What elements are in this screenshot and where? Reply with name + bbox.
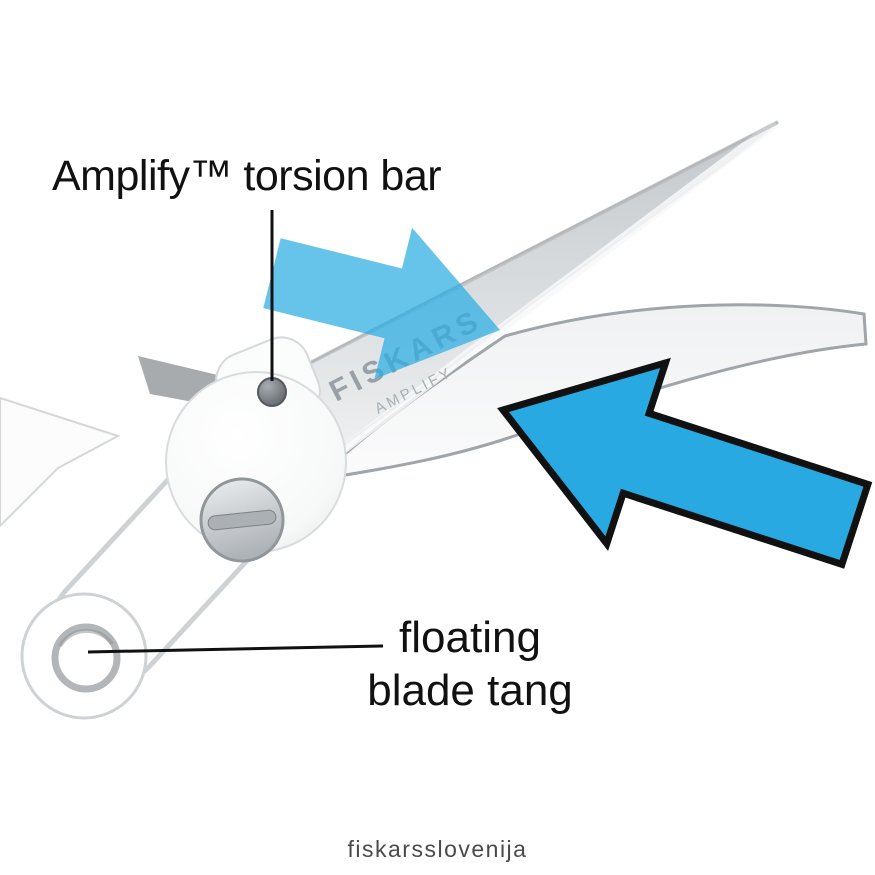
footer-brand: fiskarsslovenija [347, 836, 528, 862]
small-blue-arrow-icon [263, 227, 500, 380]
callout-line-blade-tang [87, 644, 384, 654]
handle-hole [51, 623, 121, 693]
blade-tang-label-line2: blade tang [367, 665, 573, 715]
handle-hole-shadow [58, 628, 114, 648]
torsion-bar-label: Amplify™ torsion bar [52, 152, 442, 200]
torsion-bar-pin [257, 377, 287, 407]
large-blue-arrow-icon [497, 357, 873, 569]
handle [0, 336, 347, 720]
pivot-screw-slot [207, 509, 277, 531]
blade-tang-label: floating blade tang [300, 612, 640, 718]
blade-tang-label-line1: floating [399, 613, 541, 662]
left-handle-wedge [0, 396, 121, 528]
